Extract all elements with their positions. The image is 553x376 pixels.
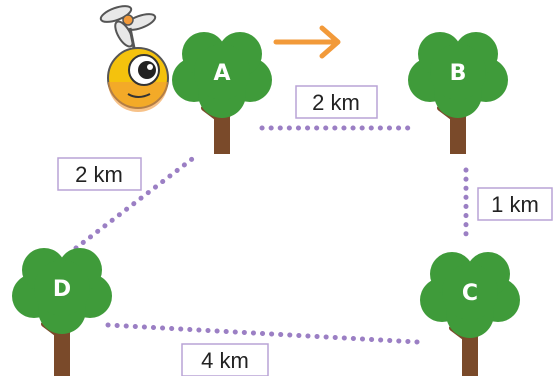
distance-label-b-c: 1 km xyxy=(477,187,553,221)
flying-robot-icon xyxy=(99,5,169,112)
tree-label-c: C xyxy=(462,281,478,306)
distance-label-d-a: 2 km xyxy=(57,157,142,191)
distance-text-a-b: 2 km xyxy=(312,90,360,115)
distance-label-c-d: 4 km xyxy=(181,343,269,376)
tree-c: C xyxy=(420,252,520,376)
routes xyxy=(73,125,469,345)
distance-text-d-a: 2 km xyxy=(75,162,123,187)
distance-label-a-b: 2 km xyxy=(295,85,378,119)
distance-text-b-c: 1 km xyxy=(491,192,539,217)
route-c-d xyxy=(105,322,421,345)
tree-label-d: D xyxy=(53,277,71,302)
distance-text-c-d: 4 km xyxy=(201,348,249,373)
tree-a: A xyxy=(172,32,272,154)
arrow-right-icon xyxy=(273,25,341,59)
tree-label-b: B xyxy=(450,61,467,86)
tree-d: D xyxy=(12,248,112,376)
tree-b: B xyxy=(408,32,508,154)
route-d-a xyxy=(73,153,199,251)
tree-label-a: A xyxy=(213,61,230,86)
